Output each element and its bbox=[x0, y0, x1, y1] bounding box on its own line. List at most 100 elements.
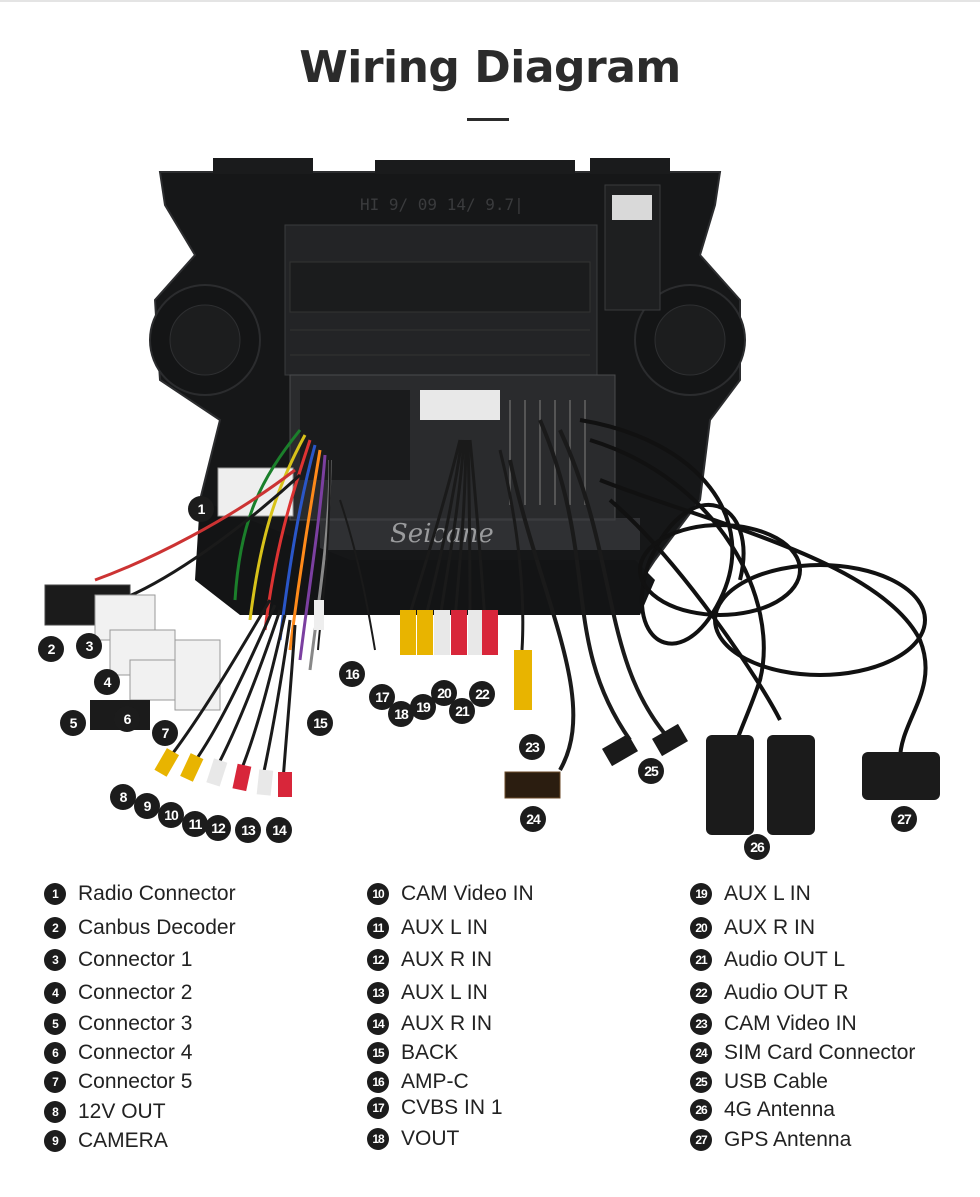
legend-number: 10 bbox=[367, 883, 389, 905]
legend-number: 27 bbox=[690, 1129, 712, 1151]
legend-item: 22 Audio OUT R bbox=[690, 981, 849, 1005]
marker-2: 2 bbox=[38, 636, 64, 662]
legend-number: 20 bbox=[690, 917, 712, 939]
legend-number: 1 bbox=[44, 883, 66, 905]
legend-label: Connector 3 bbox=[78, 1012, 193, 1035]
legend-item: 19 AUX L IN bbox=[690, 882, 811, 906]
marker-5: 5 bbox=[60, 710, 86, 736]
marker-7: 7 bbox=[152, 720, 178, 746]
legend-label: VOUT bbox=[401, 1127, 460, 1150]
legend-item: 16 AMP-C bbox=[367, 1070, 469, 1094]
top-divider bbox=[0, 0, 980, 2]
legend-label: 4G Antenna bbox=[724, 1098, 835, 1121]
legend-number: 18 bbox=[367, 1128, 389, 1150]
legend-label: AUX L IN bbox=[724, 882, 811, 905]
legend-number: 11 bbox=[367, 917, 389, 939]
title-underline bbox=[467, 118, 509, 121]
marker-8: 8 bbox=[110, 784, 136, 810]
legend-number: 17 bbox=[367, 1097, 389, 1119]
legend-number: 9 bbox=[44, 1130, 66, 1152]
legend-label: AUX L IN bbox=[401, 916, 488, 939]
legend-number: 19 bbox=[690, 883, 712, 905]
legend-item: 6 Connector 4 bbox=[44, 1041, 192, 1065]
marker-18: 18 bbox=[388, 701, 414, 727]
marker-6: 6 bbox=[114, 706, 140, 732]
legend-item: 9 CAMERA bbox=[44, 1129, 168, 1153]
legend-number: 16 bbox=[367, 1071, 389, 1093]
marker-3: 3 bbox=[76, 633, 102, 659]
legend-label: Audio OUT R bbox=[724, 981, 849, 1004]
legend-number: 25 bbox=[690, 1071, 712, 1093]
legend-item: 21 Audio OUT L bbox=[690, 948, 845, 972]
legend-item: 17 CVBS IN 1 bbox=[367, 1096, 503, 1120]
legend-label: Radio Connector bbox=[78, 882, 236, 905]
legend-label: BACK bbox=[401, 1041, 459, 1064]
marker-21: 21 bbox=[449, 698, 475, 724]
legend-number: 12 bbox=[367, 949, 389, 971]
marker-10: 10 bbox=[158, 802, 184, 828]
legend-number: 6 bbox=[44, 1042, 66, 1064]
legend-item: 20 AUX R IN bbox=[690, 916, 815, 940]
legend-item: 10 CAM Video IN bbox=[367, 882, 534, 906]
legend-number: 23 bbox=[690, 1013, 712, 1035]
legend-item: 23 CAM Video IN bbox=[690, 1012, 857, 1036]
legend-item: 1 Radio Connector bbox=[44, 882, 236, 906]
legend-label: AMP-C bbox=[401, 1070, 469, 1093]
legend-number: 8 bbox=[44, 1101, 66, 1123]
marker-11: 11 bbox=[182, 811, 208, 837]
marker-9: 9 bbox=[134, 793, 160, 819]
legend-label: AUX R IN bbox=[724, 916, 816, 939]
legend-label: Audio OUT L bbox=[724, 948, 846, 971]
legend-label: GPS Antenna bbox=[724, 1128, 852, 1151]
head-unit-photo: HI 9/ 09 14/ 9.7| Seicane bbox=[44, 158, 940, 835]
legend-number: 26 bbox=[690, 1099, 712, 1121]
marker-14: 14 bbox=[266, 817, 292, 843]
legend-item: 24 SIM Card Connector bbox=[690, 1041, 915, 1065]
legend-number: 21 bbox=[690, 949, 712, 971]
legend-label: Connector 2 bbox=[78, 981, 193, 1004]
legend-item: 2 Canbus Decoder bbox=[44, 916, 236, 940]
legend-item: 14 AUX R IN bbox=[367, 1012, 492, 1036]
marker-13: 13 bbox=[235, 817, 261, 843]
legend-item: 27 GPS Antenna bbox=[690, 1128, 851, 1152]
legend-number: 5 bbox=[44, 1013, 66, 1035]
legend-number: 14 bbox=[367, 1013, 389, 1035]
legend-label: Connector 5 bbox=[78, 1070, 193, 1093]
marker-22: 22 bbox=[469, 681, 495, 707]
marker-1: 1 bbox=[188, 496, 214, 522]
legend-label: AUX L IN bbox=[401, 981, 488, 1004]
legend-label: CAMERA bbox=[78, 1129, 168, 1152]
legend-number: 3 bbox=[44, 949, 66, 971]
legend-number: 4 bbox=[44, 982, 66, 1004]
marker-26: 26 bbox=[744, 834, 770, 860]
legend-number: 2 bbox=[44, 917, 66, 939]
legend-number: 24 bbox=[690, 1042, 712, 1064]
legend-label: CAM Video IN bbox=[401, 882, 534, 905]
legend-label: SIM Card Connector bbox=[724, 1041, 916, 1064]
legend-label: Connector 4 bbox=[78, 1041, 193, 1064]
marker-27: 27 bbox=[891, 806, 917, 832]
marker-4: 4 bbox=[94, 669, 120, 695]
legend-item: 13 AUX L IN bbox=[367, 981, 488, 1005]
legend-number: 13 bbox=[367, 982, 389, 1004]
legend-item: 18 VOUT bbox=[367, 1127, 459, 1151]
legend-label: Canbus Decoder bbox=[78, 916, 236, 939]
marker-25: 25 bbox=[638, 758, 664, 784]
legend-number: 22 bbox=[690, 982, 712, 1004]
marker-24: 24 bbox=[520, 806, 546, 832]
marker-15: 15 bbox=[307, 710, 333, 736]
legend-item: 4 Connector 2 bbox=[44, 981, 192, 1005]
legend-item: 11 AUX L IN bbox=[367, 916, 488, 940]
page-title: Wiring Diagram bbox=[299, 42, 681, 93]
legend-item: 26 4G Antenna bbox=[690, 1098, 835, 1122]
legend-label: CAM Video IN bbox=[724, 1012, 857, 1035]
marker-16: 16 bbox=[339, 661, 365, 687]
legend-label: CVBS IN 1 bbox=[401, 1096, 503, 1119]
legend-label: AUX R IN bbox=[401, 1012, 493, 1035]
